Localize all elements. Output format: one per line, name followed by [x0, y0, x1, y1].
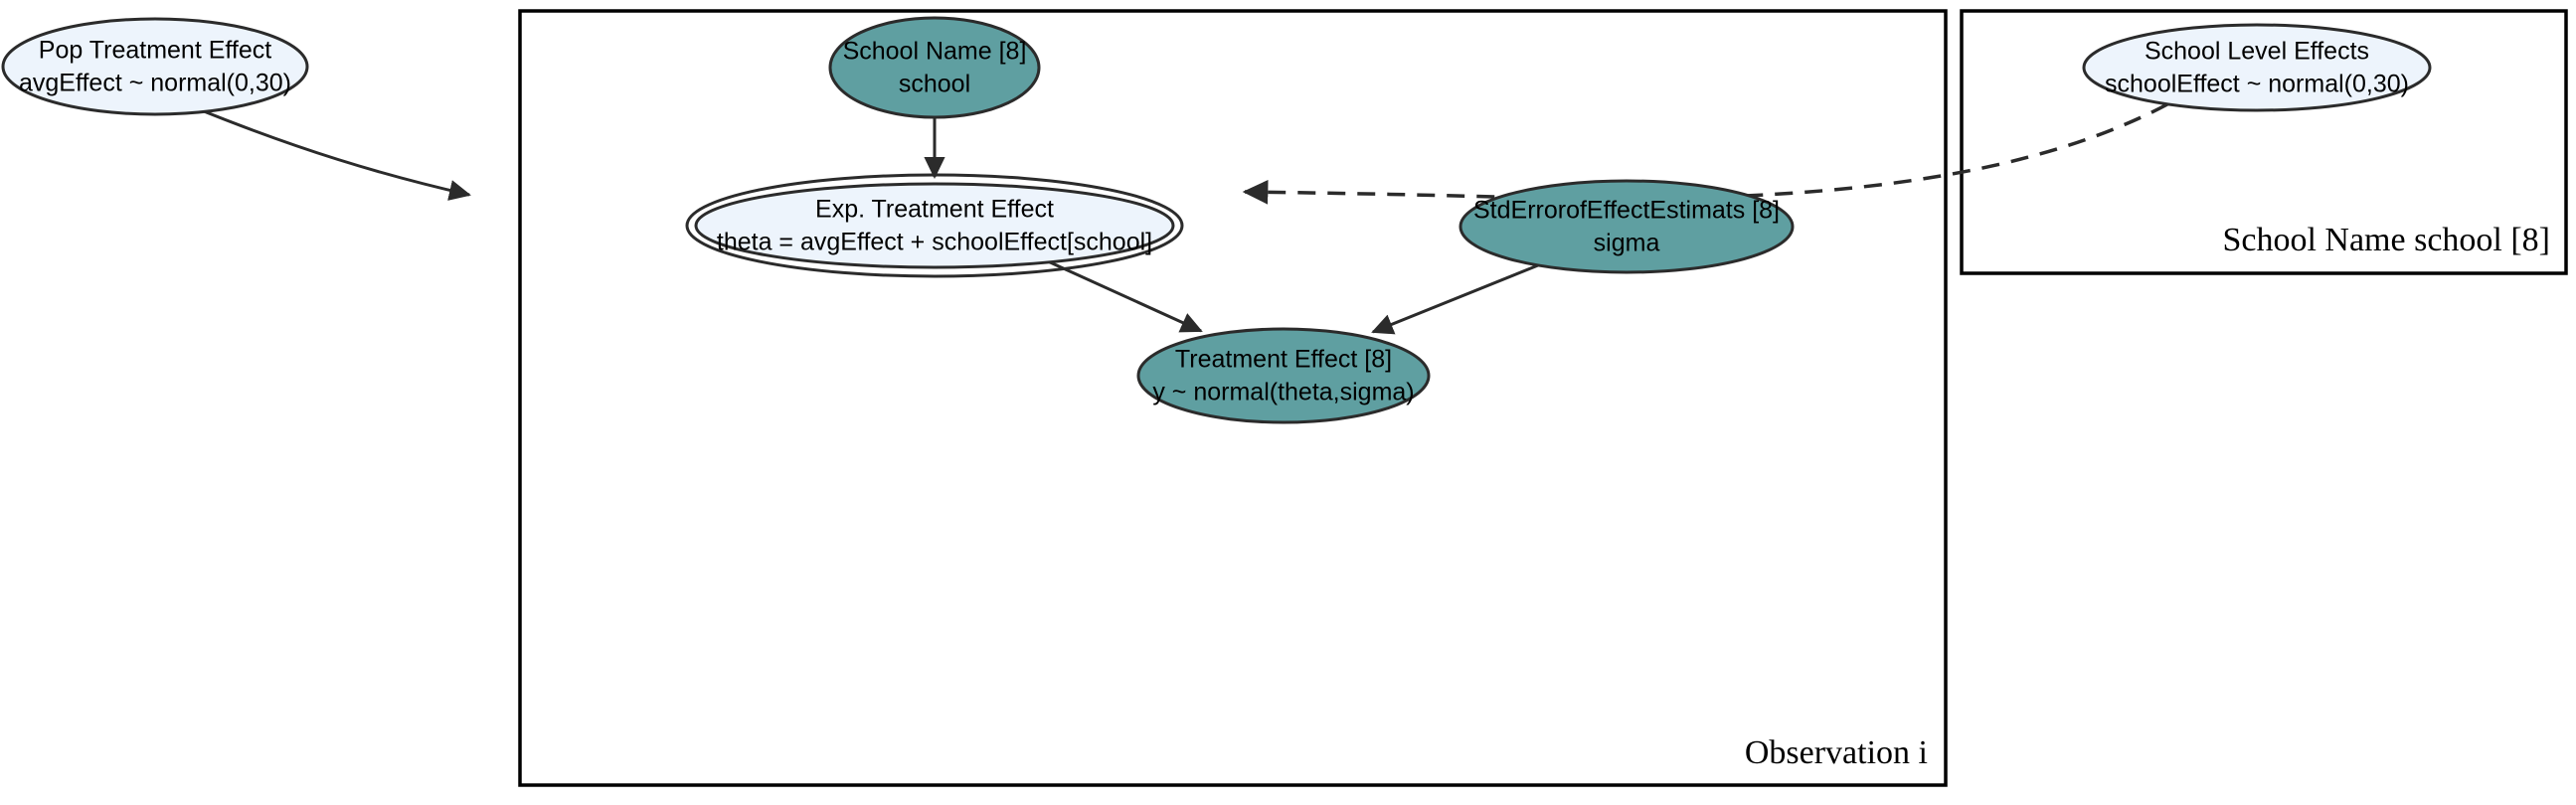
std-error-of-effect-estimates-node-ellipse	[1459, 179, 1795, 274]
edge-schooleffect-to-theta	[1242, 102, 2168, 205]
school-name-node-ellipse	[828, 16, 1041, 119]
edges-layer	[203, 102, 2168, 335]
exp-treatment-effect-node-line1: Exp. Treatment Effect	[815, 196, 1054, 224]
school-plate	[1960, 9, 2568, 275]
treatment-effect-node-ellipse	[1136, 327, 1431, 424]
exp-treatment-effect-node-outer-ellipse	[685, 173, 1184, 278]
treatment-effect-node-line2: y ~ normal(theta,sigma)	[1152, 379, 1414, 406]
school-name-node-line1: School Name [8]	[843, 38, 1027, 66]
school-level-effects-node-ellipse	[2082, 23, 2432, 112]
school-plate-label: School Name school [8]	[2222, 222, 2550, 258]
treatment-effect-node-line1: Treatment Effect [8]	[1175, 346, 1392, 374]
exp-treatment-effect-node[interactable]: Exp. Treatment Effect theta = avgEffect +…	[685, 173, 1184, 278]
edge-theta-to-y	[1047, 259, 1203, 333]
exp-treatment-effect-node-ellipse	[694, 182, 1175, 269]
std-error-of-effect-estimates-node-line2: sigma	[1594, 230, 1660, 257]
pop-treatment-effect-node-ellipse	[1, 17, 309, 116]
edge-sigma-to-y	[1371, 263, 1539, 335]
pop-treatment-effect-node-line2: avgEffect ~ normal(0,30)	[19, 70, 291, 97]
treatment-effect-node[interactable]: Treatment Effect [8] y ~ normal(theta,sig…	[1136, 327, 1431, 424]
plates-layer	[518, 9, 2568, 787]
school-name-node[interactable]: School Name [8] school	[828, 16, 1041, 119]
pop-treatment-effect-node-line1: Pop Treatment Effect	[39, 37, 271, 65]
nodes-layer: Pop Treatment Effect avgEffect ~ normal(0…	[1, 16, 2432, 424]
school-level-effects-node[interactable]: School Level Effects schoolEffect ~ norma…	[2082, 23, 2432, 112]
school-level-effects-node-line2: schoolEffect ~ normal(0,30)	[2105, 71, 2409, 98]
exp-treatment-effect-node-line2: theta = avgEffect + schoolEffect[school]	[717, 229, 1152, 256]
edge-avgeffect-to-theta	[203, 109, 471, 201]
std-error-of-effect-estimates-node[interactable]: StdErrorofEffectEstimats [8] sigma	[1459, 179, 1795, 274]
pop-treatment-effect-node[interactable]: Pop Treatment Effect avgEffect ~ normal(0…	[1, 17, 309, 116]
observation-plate	[518, 9, 1948, 787]
std-error-of-effect-estimates-node-line1: StdErrorofEffectEstimats [8]	[1473, 197, 1780, 225]
school-level-effects-node-line1: School Level Effects	[2145, 38, 2369, 66]
observation-plate-label: Observation i	[1745, 734, 1928, 771]
plate-labels-layer: Observation i School Name school [8]	[1745, 222, 2550, 771]
school-name-node-line2: school	[899, 71, 970, 98]
